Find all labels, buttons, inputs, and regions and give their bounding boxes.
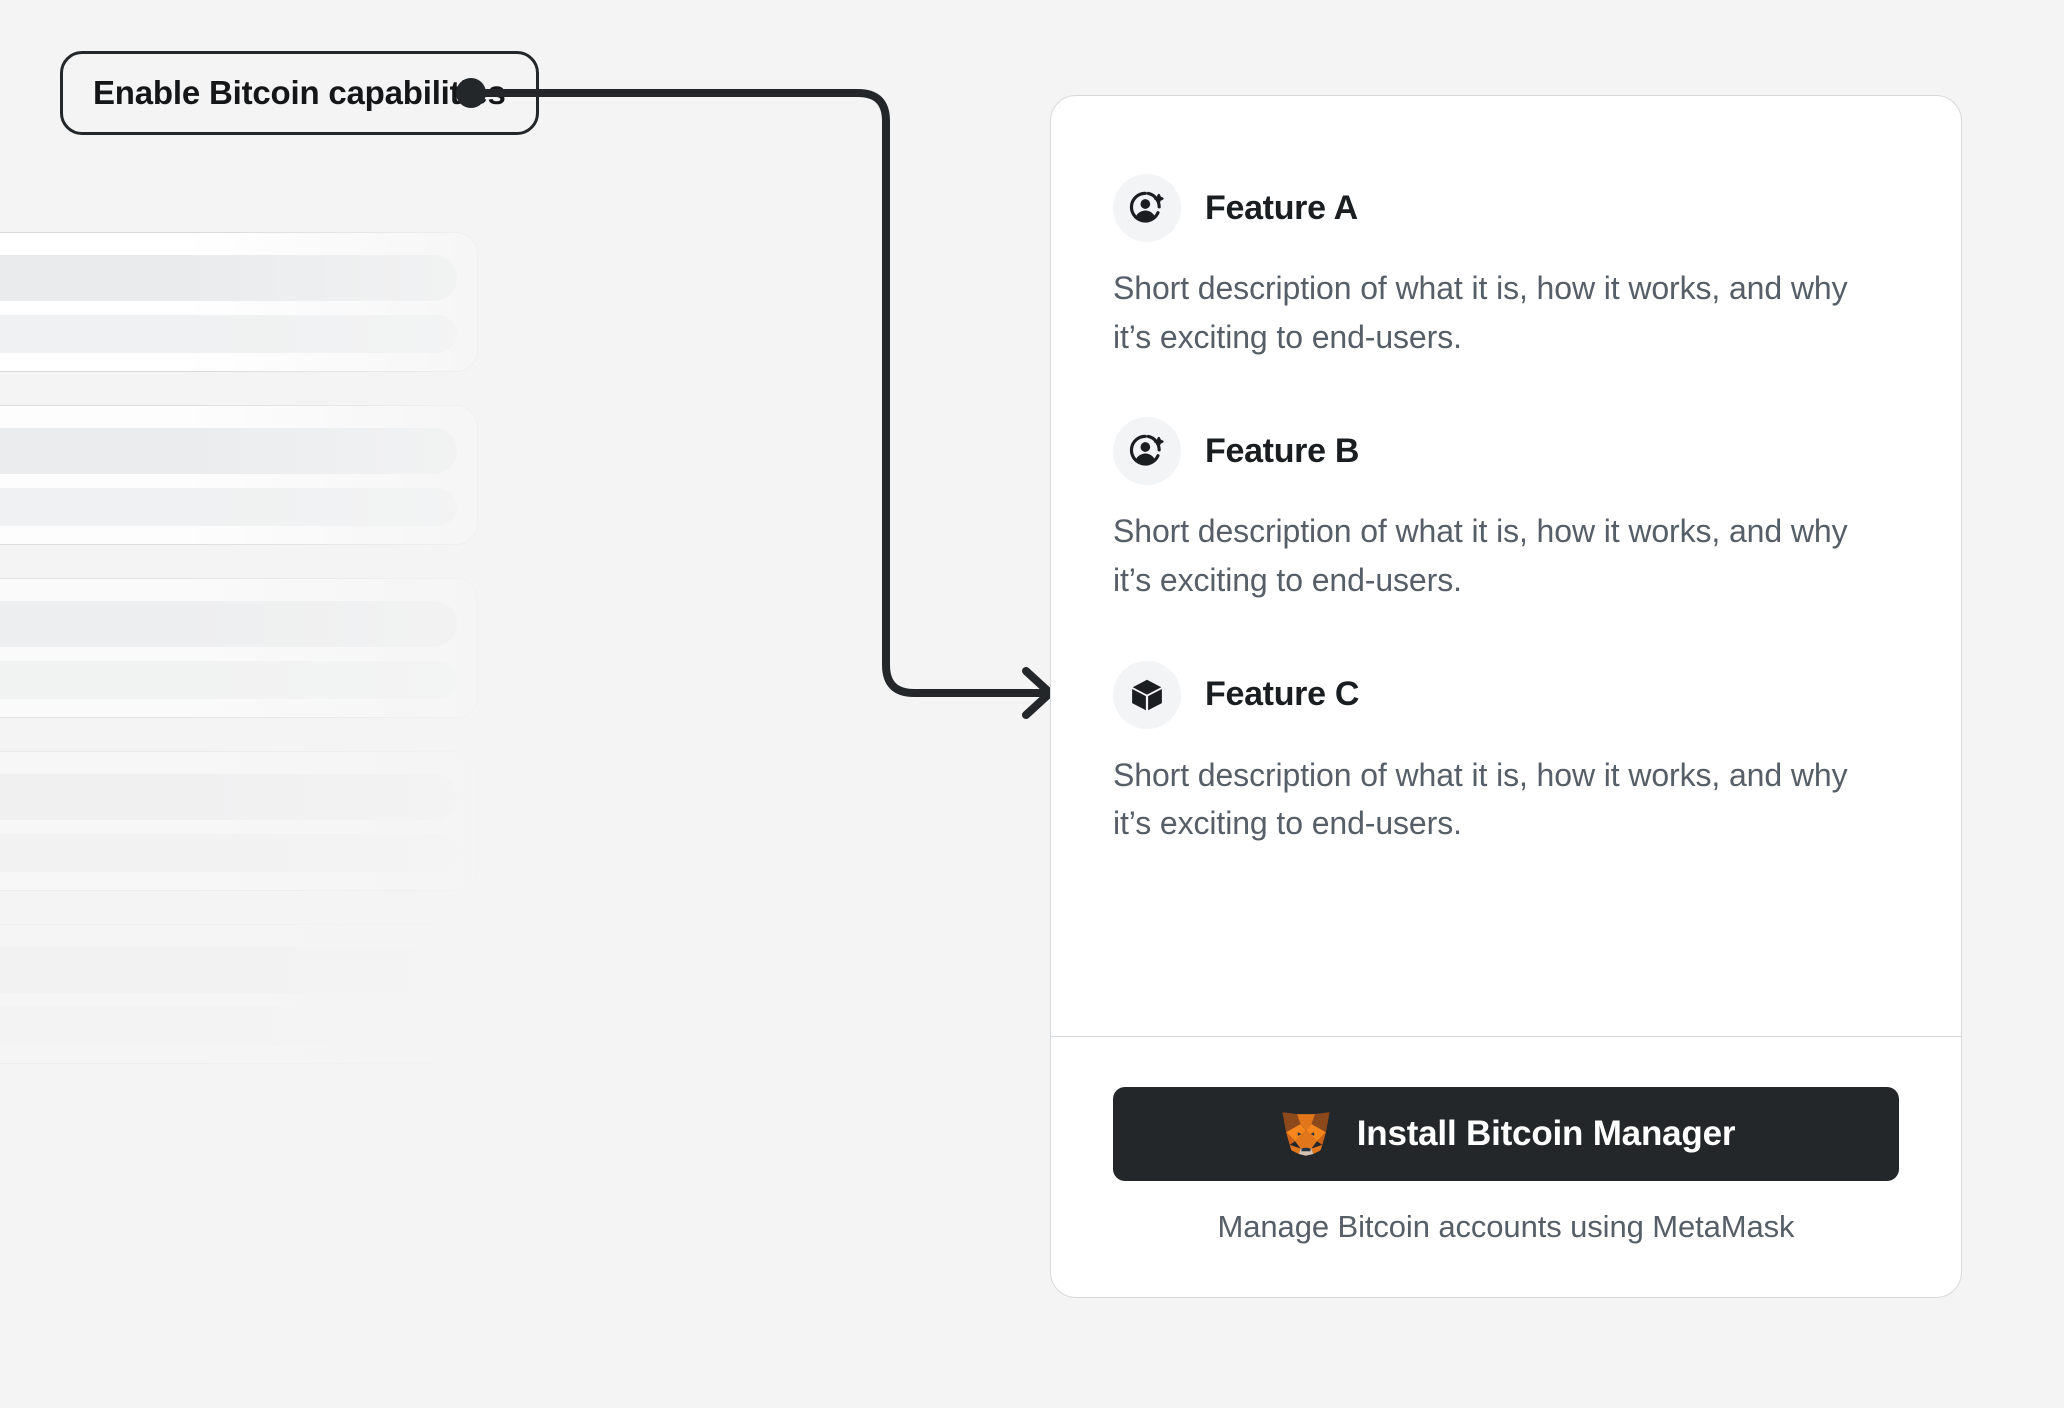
cta-section: Install Bitcoin Manager Manage Bitcoin a… <box>1051 1037 1961 1297</box>
skeleton-card <box>0 578 478 718</box>
bitcoin-feature-card: Feature A Short description of what it i… <box>1050 95 1962 1298</box>
feature-title: Feature B <box>1205 431 1360 470</box>
skeleton-bar-secondary <box>0 661 457 699</box>
skeleton-bar-secondary <box>0 315 457 353</box>
feature-title: Feature A <box>1205 188 1358 227</box>
skeleton-card <box>0 751 478 891</box>
feature-item-c: Feature C Short description of what it i… <box>1113 660 1899 848</box>
feature-header: Feature B <box>1113 417 1899 486</box>
skeleton-card <box>0 924 478 1064</box>
skeleton-bar-primary <box>0 947 457 993</box>
account-add-icon <box>1113 417 1181 486</box>
feature-description: Short description of what it is, how it … <box>1113 756 1848 842</box>
feature-description: Short description of what it is, how it … <box>1113 513 1848 598</box>
skeleton-card <box>0 232 478 372</box>
skeleton-bar-secondary <box>0 1007 457 1045</box>
account-add-icon <box>1113 174 1181 242</box>
callout-label-text: Enable Bitcoin capabilities <box>93 74 506 111</box>
cta-subtext: Manage Bitcoin accounts using MetaMask <box>1217 1209 1795 1244</box>
features-list: Feature A Short description of what it i… <box>1051 96 1961 988</box>
skeleton-card <box>0 405 478 545</box>
card-divider <box>1051 1036 1961 1037</box>
skeleton-bar-secondary <box>0 834 457 872</box>
feature-header: Feature C <box>1113 660 1899 729</box>
callout-anchor-dot <box>456 78 486 108</box>
loading-skeleton-list <box>0 232 480 1097</box>
install-button-label: Install Bitcoin Manager <box>1356 1114 1736 1153</box>
feature-title: Feature C <box>1205 675 1360 713</box>
skeleton-bar-secondary <box>0 488 457 526</box>
skeleton-bar-primary <box>0 774 457 820</box>
metamask-fox-icon <box>1277 1105 1335 1163</box>
feature-description: Short description of what it is, how it … <box>1113 270 1848 355</box>
feature-item-b: Feature B Short description of what it i… <box>1113 417 1899 604</box>
cube-icon <box>1113 660 1181 729</box>
install-bitcoin-manager-button[interactable]: Install Bitcoin Manager <box>1113 1087 1899 1181</box>
skeleton-bar-primary <box>0 601 457 647</box>
skeleton-bar-primary <box>0 255 457 301</box>
feature-header: Feature A <box>1113 174 1899 242</box>
skeleton-bar-primary <box>0 428 457 474</box>
feature-item-a: Feature A Short description of what it i… <box>1113 174 1899 361</box>
